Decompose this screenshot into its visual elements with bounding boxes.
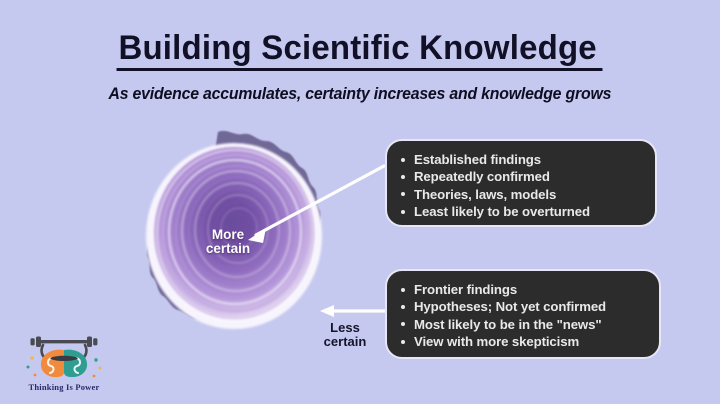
list-item-text: Theories, laws, models bbox=[414, 186, 557, 202]
less-certain-label-line1: Less bbox=[330, 320, 360, 335]
list-item: Theories, laws, models bbox=[400, 186, 641, 203]
page-subtitle: As evidence accumulates, certainty incre… bbox=[108, 85, 612, 103]
frontier-knowledge-callout[interactable]: Frontier findings Hypotheses; Not yet co… bbox=[385, 269, 661, 359]
list-item: Most likely to be in the "news" bbox=[400, 316, 645, 333]
bullet-icon bbox=[401, 339, 405, 344]
accent-dots bbox=[26, 356, 102, 378]
list-item-text: Repeatedly confirmed bbox=[414, 169, 550, 185]
list-item-text: Least likely to be overturned bbox=[414, 204, 590, 220]
list-item: View with more skepticism bbox=[400, 333, 645, 350]
established-knowledge-list: Established findings Repeatedly confirme… bbox=[400, 151, 641, 221]
list-item-text: Most likely to be in the "news" bbox=[414, 316, 602, 332]
torso-band bbox=[50, 355, 78, 361]
logo-text: Thinking Is Power bbox=[28, 382, 100, 392]
bullet-icon bbox=[401, 192, 405, 197]
page-title-container: Building Scientific Knowledge bbox=[0, 30, 720, 72]
more-certain-label-line2: certain bbox=[205, 241, 251, 257]
bullet-icon bbox=[401, 322, 405, 327]
list-item-text: Hypotheses; Not yet confirmed bbox=[414, 299, 607, 315]
list-item: Least likely to be overturned bbox=[400, 203, 641, 220]
more-certain-label-line1: More bbox=[211, 227, 245, 242]
list-item: Established findings bbox=[400, 151, 641, 168]
less-certain-label-line2: certain bbox=[323, 333, 367, 349]
bullet-icon bbox=[401, 157, 405, 162]
page-subtitle-container: As evidence accumulates, certainty incre… bbox=[0, 85, 720, 104]
more-certain-label: More certain bbox=[196, 227, 260, 257]
less-certain-label: Less certain bbox=[314, 321, 376, 349]
bullet-icon bbox=[401, 287, 405, 292]
brain-folds bbox=[47, 357, 81, 374]
list-item-text: View with more skepticism bbox=[414, 334, 580, 350]
bullet-icon bbox=[401, 209, 405, 214]
list-item-text: Frontier findings bbox=[414, 282, 518, 297]
list-item: Hypotheses; Not yet confirmed bbox=[400, 298, 645, 315]
frontier-knowledge-list: Frontier findings Hypotheses; Not yet co… bbox=[400, 281, 645, 351]
bullet-icon bbox=[401, 304, 405, 309]
list-item-text: Established findings bbox=[414, 152, 541, 167]
bullet-icon bbox=[401, 174, 405, 179]
established-knowledge-callout[interactable]: Established findings Repeatedly confirme… bbox=[385, 139, 657, 227]
page-title: Building Scientific Knowledge bbox=[116, 30, 604, 72]
brain-barbell-icon bbox=[26, 336, 102, 378]
barbell-icon bbox=[30, 336, 98, 347]
list-item: Repeatedly confirmed bbox=[400, 168, 641, 185]
thinking-is-power-logo[interactable]: Thinking Is Power bbox=[10, 334, 118, 396]
list-item: Frontier findings bbox=[400, 281, 645, 298]
